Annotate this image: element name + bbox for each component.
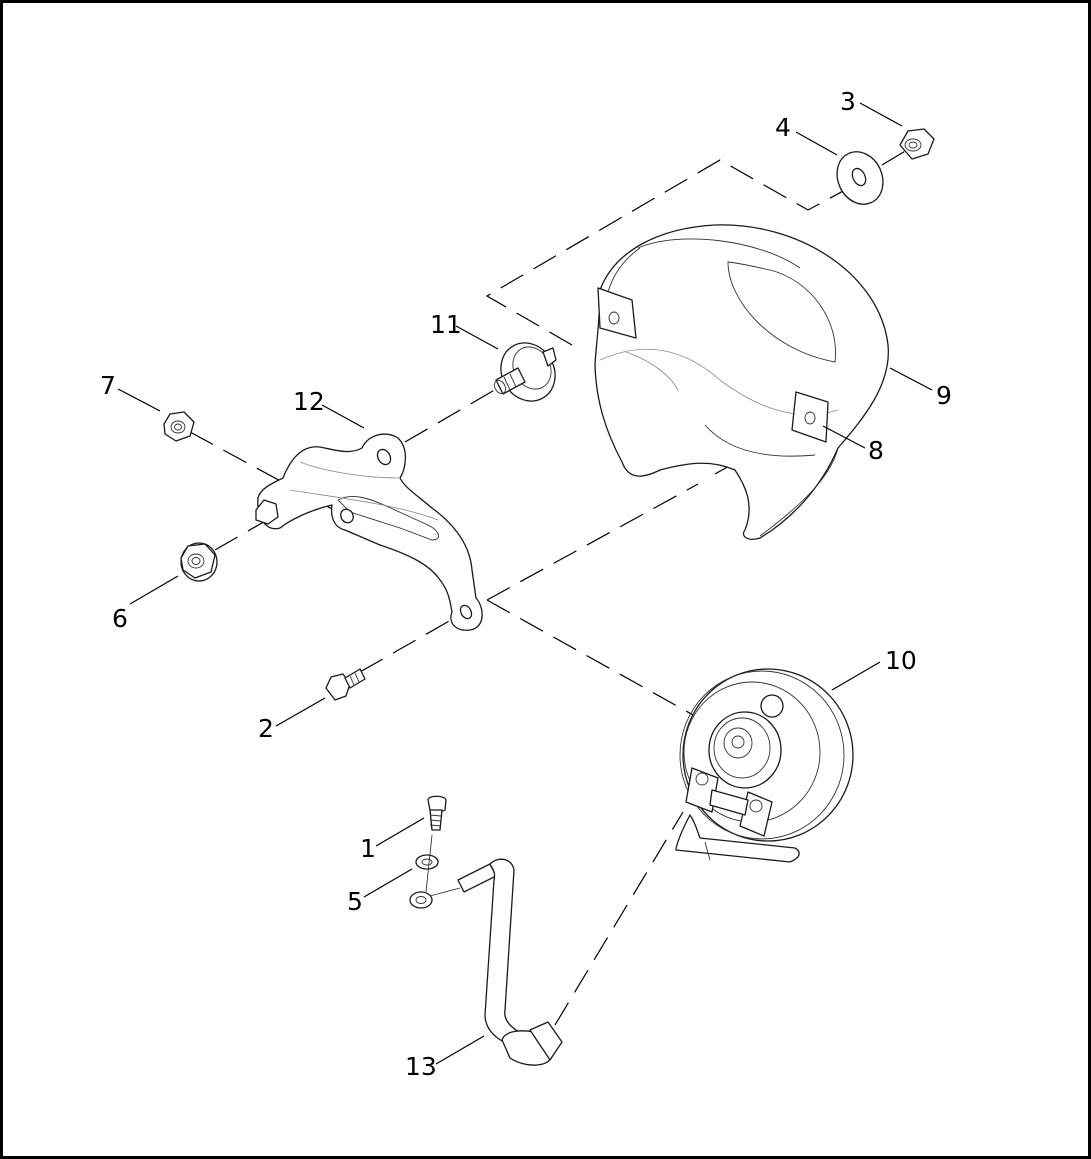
leader-9 [889, 367, 933, 391]
flange-nut-3 [899, 128, 935, 160]
assembly-line-nut-3 [881, 146, 913, 166]
leader-lines [117, 102, 933, 1065]
leader-8 [822, 425, 866, 449]
callout-labels: 3 4 11 9 7 12 8 6 10 2 1 5 13 [100, 87, 952, 1081]
assembly-line-bracket-isolator [404, 387, 499, 443]
leader-12 [321, 404, 365, 429]
callout-11: 11 [430, 310, 462, 339]
hex-bolt-2 [325, 668, 366, 701]
callout-12: 12 [293, 387, 325, 416]
callout-8: 8 [868, 436, 884, 465]
callout-7: 7 [100, 371, 116, 400]
horn-10 [675, 668, 854, 863]
leader-3 [859, 102, 903, 127]
leader-10 [831, 661, 881, 691]
callout-2: 2 [258, 714, 274, 743]
leader-13 [435, 1035, 485, 1065]
leader-2 [275, 697, 326, 727]
leader-11 [455, 325, 499, 350]
lock-washer-5 [415, 834, 439, 893]
callout-5: 5 [347, 887, 363, 916]
assembly-line-horn-cover [486, 483, 699, 601]
flange-nut-6 [180, 542, 218, 582]
leader-6 [129, 575, 179, 605]
callout-4: 4 [775, 113, 791, 142]
wiring-harness-13 [409, 858, 563, 1066]
callout-13: 13 [405, 1052, 437, 1081]
assembly-line-nut-7 [189, 431, 346, 517]
leader-5 [363, 868, 413, 898]
callout-9: 9 [936, 381, 952, 410]
callout-1: 1 [360, 834, 376, 863]
callout-6: 6 [112, 604, 128, 633]
screw-1 [427, 795, 447, 831]
leader-4 [795, 131, 838, 156]
bracket-12 [255, 433, 483, 631]
leader-1 [375, 817, 425, 847]
horn-cover-9 [594, 224, 889, 540]
leader-7 [117, 388, 161, 412]
hex-nut-7 [163, 411, 195, 442]
callout-10: 10 [885, 646, 917, 675]
callout-3: 3 [840, 87, 856, 116]
assembly-line-cover [485, 159, 859, 346]
assembly-line-harness [554, 811, 684, 1026]
assembly-line-bolt-2 [359, 611, 466, 673]
isolator-11 [493, 342, 557, 402]
washer-4 [836, 151, 884, 205]
